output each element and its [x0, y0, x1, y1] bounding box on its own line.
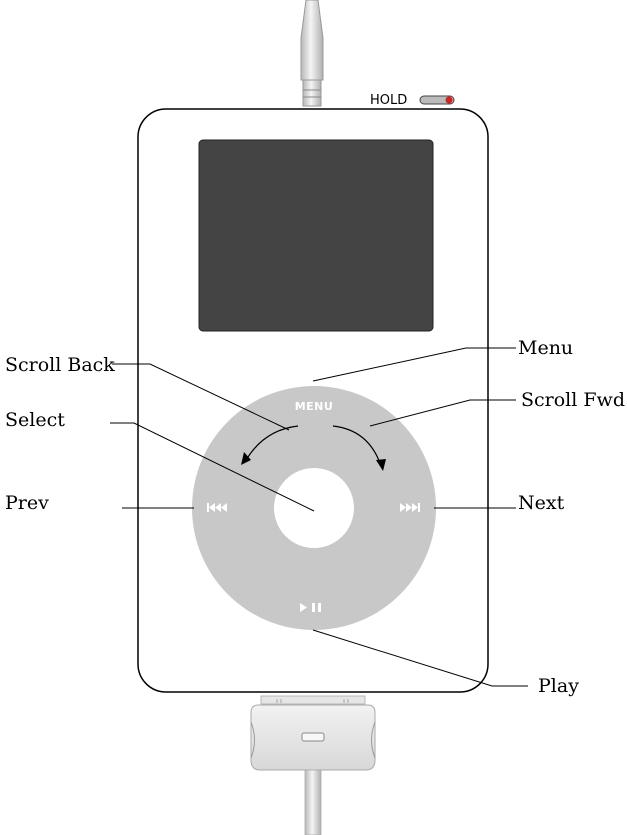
dock-cable — [304, 769, 322, 835]
play-pause-icon[interactable] — [300, 603, 321, 612]
callout-play: Play — [538, 675, 579, 697]
hold-indicator-icon — [445, 96, 453, 104]
click-wheel[interactable]: MENU — [192, 386, 436, 630]
previous-track-icon[interactable] — [207, 503, 227, 512]
callout-lines — [110, 347, 528, 687]
dock-connector-icon — [301, 732, 325, 742]
hold-label: HOLD — [370, 93, 407, 108]
callout-scroll-back: Scroll Back — [5, 354, 115, 376]
dock-connector — [250, 695, 376, 835]
callout-scroll-fwd: Scroll Fwd — [521, 389, 625, 411]
headphone-plug — [300, 0, 324, 107]
scroll-fwd-arrow — [332, 425, 382, 467]
scroll-back-arrowhead — [241, 452, 251, 465]
callout-select: Select — [5, 409, 65, 431]
next-track-icon[interactable] — [400, 503, 420, 512]
callout-prev: Prev — [5, 492, 49, 514]
scroll-fwd-arrowhead — [376, 459, 386, 471]
scroll-back-arrow — [244, 425, 299, 463]
screen — [198, 139, 434, 332]
menu-button[interactable]: MENU — [295, 400, 334, 413]
select-button[interactable] — [274, 468, 354, 548]
hold-switch[interactable]: HOLD — [370, 93, 455, 108]
callout-menu: Menu — [518, 337, 573, 359]
callout-next: Next — [518, 492, 565, 514]
hold-slider[interactable] — [419, 95, 455, 105]
